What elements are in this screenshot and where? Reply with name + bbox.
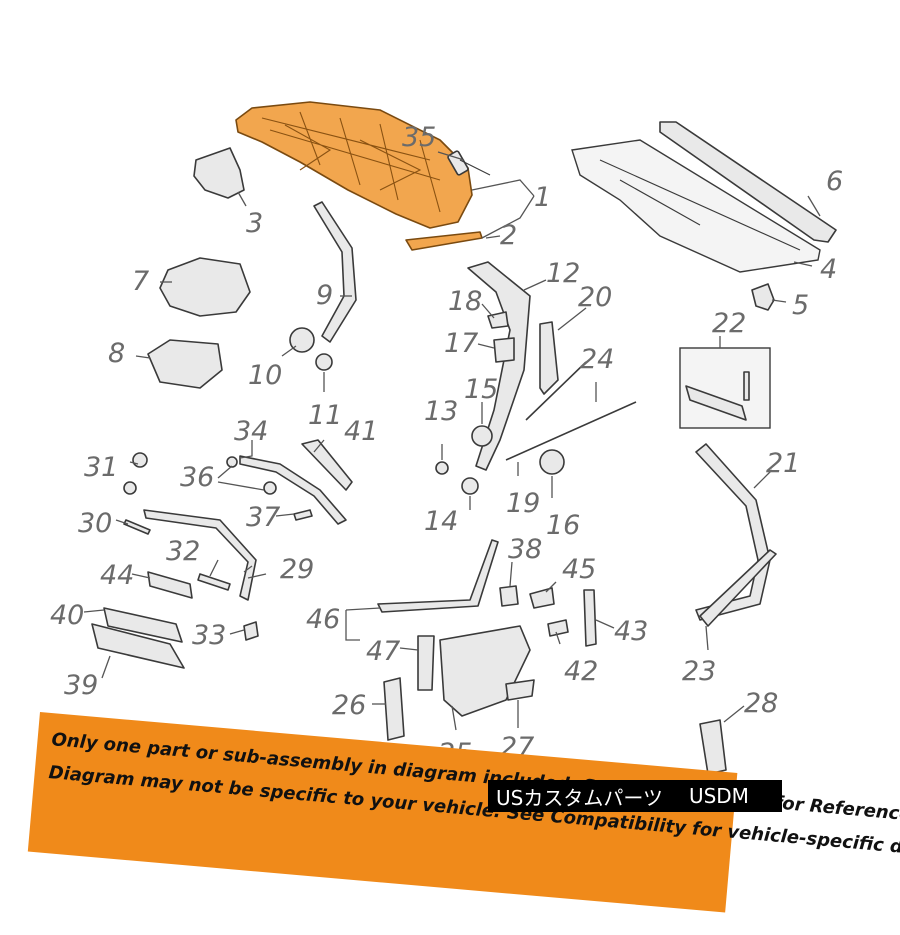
callout-labels: 1 2 3 4 5 6 7 8 9 10 11 12 13 14 15 16 1… xyxy=(50,122,843,769)
callout-4: 4 xyxy=(820,254,837,285)
callout-20: 20 xyxy=(578,282,612,313)
trim-39-part xyxy=(91,623,185,669)
callout-6: 6 xyxy=(826,166,843,197)
callout-10: 10 xyxy=(248,360,282,391)
plate-27-part xyxy=(505,679,535,701)
callout-19: 19 xyxy=(506,488,540,519)
gas-strut-part xyxy=(505,361,637,461)
latch-28-part xyxy=(699,719,727,775)
callout-16: 16 xyxy=(546,510,580,541)
callout-8: 8 xyxy=(108,338,125,369)
clip-33-part xyxy=(243,621,259,641)
callout-7: 7 xyxy=(132,266,149,297)
callout-37: 37 xyxy=(246,502,280,533)
washer-36-part xyxy=(226,456,238,468)
washer-part xyxy=(435,461,449,475)
disc-part xyxy=(539,449,565,475)
clip-42-part xyxy=(547,619,569,637)
wheel-arch-trim-part xyxy=(695,443,777,627)
callout-45: 45 xyxy=(562,554,596,585)
cap-part xyxy=(315,353,333,371)
callout-3: 3 xyxy=(246,208,263,239)
sensor-32-part xyxy=(197,573,231,591)
link-34-part xyxy=(239,455,347,525)
callout-18: 18 xyxy=(448,286,482,317)
side-rail-part xyxy=(313,201,357,343)
bolt-31-part xyxy=(132,452,148,468)
latch-mechanism-part xyxy=(159,257,251,317)
rear-deck-lid-part xyxy=(571,121,837,273)
storage-tray-part xyxy=(147,339,223,389)
bushing-part xyxy=(493,337,515,363)
callout-34: 34 xyxy=(234,416,268,447)
link-bar-part xyxy=(539,321,559,395)
callout-47: 47 xyxy=(366,636,400,667)
motor-38-part xyxy=(499,585,519,607)
clip-part xyxy=(751,283,775,311)
highlighted-seal-strip xyxy=(405,231,483,251)
shop-code: USDM xyxy=(688,784,749,808)
callout-29: 29 xyxy=(280,554,314,585)
callout-38: 38 xyxy=(508,534,542,565)
callout-17: 17 xyxy=(444,328,478,359)
nut-31-part xyxy=(123,481,137,495)
leader-lines xyxy=(83,151,821,731)
callout-14: 14 xyxy=(424,506,458,537)
trim-41-part xyxy=(301,439,353,491)
highlighted-roof-panel xyxy=(235,101,473,229)
callout-26: 26 xyxy=(332,690,366,721)
callout-1: 1 xyxy=(534,182,551,213)
callout-12: 12 xyxy=(546,258,580,289)
bracket-26-part xyxy=(383,677,405,741)
callout-46: 46 xyxy=(306,604,340,635)
window-regulator-25-part xyxy=(439,625,531,717)
weatherstrip-kit-box xyxy=(679,347,771,429)
callout-31: 31 xyxy=(84,452,118,483)
callout-15: 15 xyxy=(464,374,498,405)
clip-45-part xyxy=(529,587,555,609)
callout-42: 42 xyxy=(564,656,598,687)
screw-30-part xyxy=(123,519,151,535)
callout-21: 21 xyxy=(766,448,800,479)
callout-43: 43 xyxy=(614,616,648,647)
hinge-bracket-part xyxy=(193,147,245,199)
callout-9: 9 xyxy=(316,280,333,311)
callout-11: 11 xyxy=(308,400,342,431)
callout-35: 35 xyxy=(402,122,436,153)
callout-33: 33 xyxy=(192,620,226,651)
pulley-part xyxy=(471,425,493,447)
parts-diagram: 1 2 3 4 5 6 7 8 9 10 11 12 13 14 15 16 1… xyxy=(50,101,843,775)
spacer-part xyxy=(461,477,479,495)
callout-24: 24 xyxy=(580,344,614,375)
callout-44: 44 xyxy=(100,560,134,591)
callout-30: 30 xyxy=(78,508,112,539)
callout-5: 5 xyxy=(792,290,809,321)
callout-36: 36 xyxy=(180,462,214,493)
shop-watermark: USカスタムパーツ USDM xyxy=(488,780,782,812)
seal-43-part xyxy=(583,589,597,647)
cable-29-part xyxy=(143,509,257,601)
regulator-47-part xyxy=(417,635,435,691)
clip-36-part xyxy=(263,481,277,495)
shop-name: USカスタムパーツ xyxy=(496,785,663,810)
callout-2: 2 xyxy=(500,220,517,251)
callout-41: 41 xyxy=(344,416,378,447)
callout-22: 22 xyxy=(712,308,746,339)
callout-23: 23 xyxy=(682,656,716,687)
cable-46-part xyxy=(377,539,499,613)
screw-37-part xyxy=(293,509,313,521)
callout-13: 13 xyxy=(424,396,458,427)
callout-28: 28 xyxy=(744,688,778,719)
seal-40-part xyxy=(103,607,183,643)
callout-39: 39 xyxy=(64,670,98,701)
callout-40: 40 xyxy=(50,600,84,631)
callout-32: 32 xyxy=(166,536,200,567)
bracket-44-part xyxy=(147,571,193,599)
